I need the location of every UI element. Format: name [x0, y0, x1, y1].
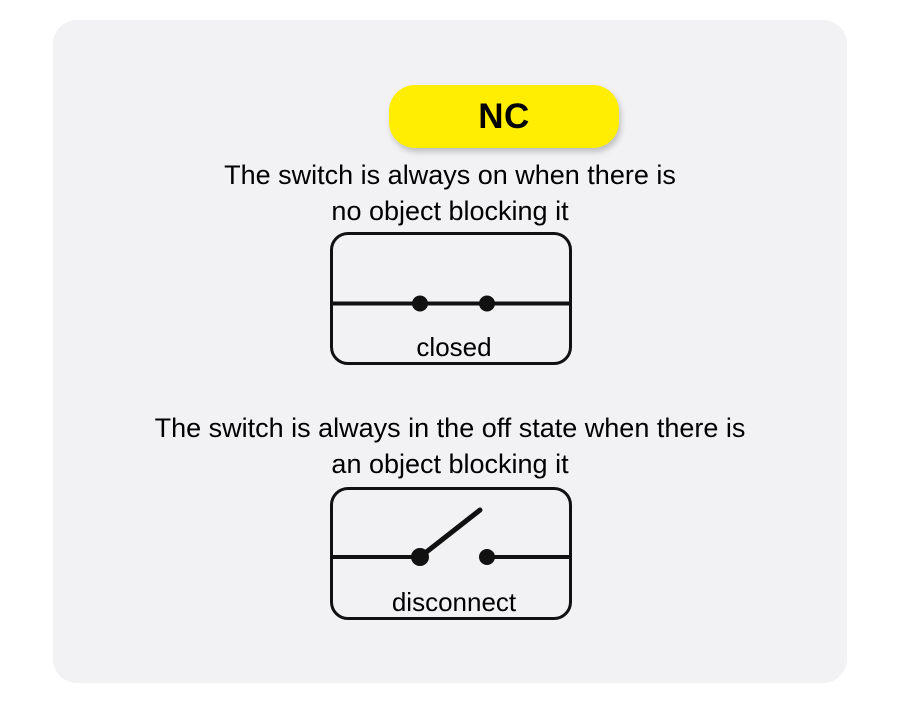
caption-closed-state: The switch is always on when there is no…: [0, 157, 900, 229]
nc-badge: NC: [389, 85, 619, 148]
open-contact-dot-right: [479, 549, 495, 565]
open-switch-graphic: [330, 507, 572, 566]
explainer-card: NC: [53, 20, 847, 683]
caption-closed-line-2: no object blocking it: [331, 196, 569, 226]
switch-diagram-closed: closed: [330, 232, 572, 365]
closed-contact-dot-right: [479, 295, 495, 312]
switch-diagram-open: disconnect: [330, 487, 572, 620]
caption-open-line-2: an object blocking it: [331, 449, 569, 479]
caption-closed-line-1: The switch is always on when there is: [224, 160, 676, 190]
caption-open-state: The switch is always in the off state wh…: [0, 410, 900, 482]
open-switch-lever: [417, 507, 483, 560]
closed-state-label: closed: [416, 332, 492, 362]
nc-badge-label: NC: [478, 97, 530, 136]
open-state-label: disconnect: [391, 587, 517, 617]
closed-contact-dot-left: [412, 295, 428, 312]
open-contact-dot-left: [411, 548, 429, 566]
closed-switch-graphic: [330, 295, 572, 312]
caption-open-line-1: The switch is always in the off state wh…: [154, 413, 746, 443]
